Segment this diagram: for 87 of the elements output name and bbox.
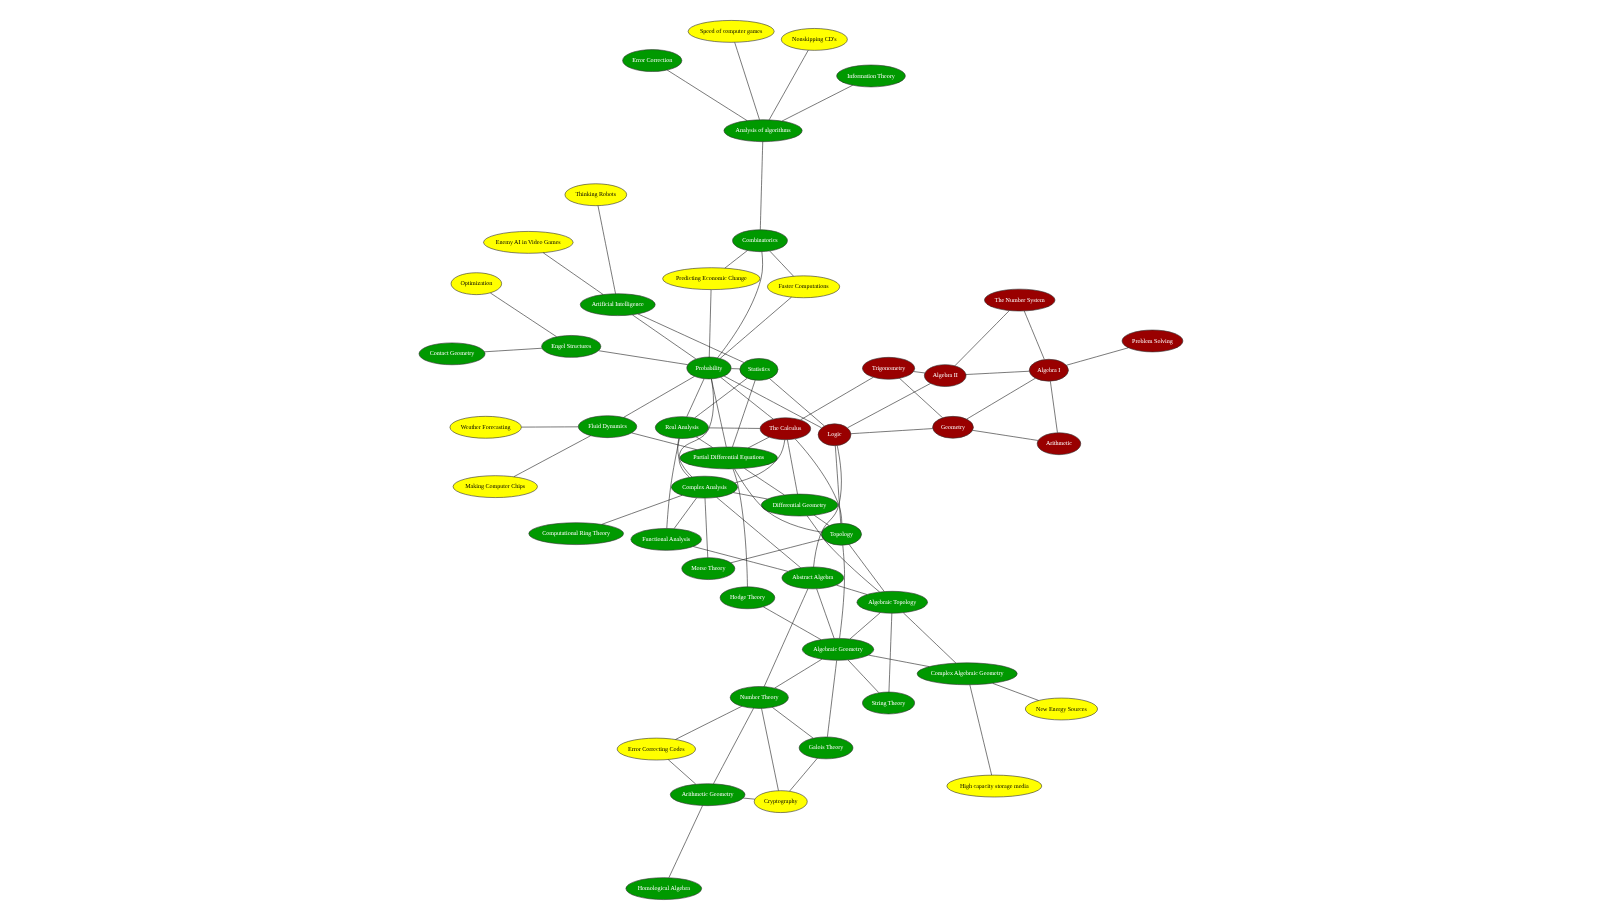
connector: [667, 804, 702, 877]
connector: [849, 427, 932, 433]
connector: [665, 437, 679, 528]
connector: [767, 48, 808, 120]
connector: [731, 379, 755, 447]
connector: [665, 68, 747, 120]
connector: [672, 496, 696, 528]
connector: [898, 377, 942, 418]
connector: [761, 605, 821, 639]
connector: [719, 376, 773, 419]
connector: [912, 370, 925, 373]
connector: [597, 349, 688, 364]
connector: [715, 496, 800, 567]
connector: [887, 611, 892, 692]
connector: [731, 491, 767, 499]
connector: [771, 706, 813, 738]
connector: [773, 657, 822, 688]
connector: [826, 659, 836, 737]
connector: [768, 377, 824, 426]
connector: [676, 437, 692, 477]
connector: [733, 41, 759, 119]
connector: [1022, 309, 1044, 359]
connector: [786, 438, 797, 494]
connector: [965, 377, 1035, 419]
connector: [716, 250, 762, 358]
connector: [685, 377, 704, 416]
connector: [812, 513, 829, 525]
connector: [731, 467, 747, 587]
connector: [729, 537, 823, 563]
connector: [1049, 379, 1057, 432]
connector: [746, 435, 769, 448]
connector: [991, 682, 1038, 700]
connector: [707, 288, 711, 357]
connector: [847, 543, 884, 591]
connector: [815, 587, 834, 638]
connector: [812, 444, 841, 567]
connector: [846, 382, 930, 428]
connector: [846, 658, 879, 692]
connector: [902, 611, 956, 663]
connector: [964, 369, 1029, 374]
connector: [762, 587, 808, 686]
connector: [733, 467, 822, 532]
connector: [722, 374, 821, 428]
connector: [677, 377, 713, 477]
connector: [718, 295, 791, 358]
connector: [733, 438, 785, 483]
connector: [631, 313, 696, 359]
connector: [674, 704, 742, 739]
connector: [759, 140, 763, 229]
connector: [743, 467, 784, 495]
connector: [838, 544, 844, 638]
connector: [712, 706, 753, 784]
connector: [788, 756, 817, 791]
connector: [483, 346, 542, 352]
connector: [741, 796, 755, 799]
connector: [780, 83, 852, 121]
connector: [630, 431, 696, 449]
connector: [848, 611, 880, 639]
connector: [799, 375, 873, 420]
connector: [805, 514, 879, 592]
connector: [691, 545, 788, 571]
connector: [768, 249, 793, 276]
connector: [600, 493, 682, 524]
connector: [703, 496, 708, 557]
connector: [835, 583, 867, 594]
connector: [541, 251, 603, 294]
connector: [512, 434, 591, 476]
connector: [867, 653, 929, 666]
connector: [710, 377, 726, 447]
connector: [968, 683, 991, 775]
connector: [693, 376, 747, 418]
connector: [520, 425, 578, 427]
connector: [953, 309, 1009, 366]
connector: [794, 437, 842, 523]
connector: [596, 204, 615, 294]
connector: [760, 707, 778, 790]
connector: [723, 249, 747, 268]
connector: [707, 426, 760, 428]
connector: [636, 312, 744, 362]
connector: [1065, 346, 1128, 365]
connector: [622, 375, 694, 417]
connector: [489, 291, 556, 337]
connector: [730, 367, 740, 369]
connector: [694, 435, 712, 447]
connector: [971, 429, 1038, 440]
connector: [834, 444, 841, 523]
connector: [666, 758, 696, 784]
